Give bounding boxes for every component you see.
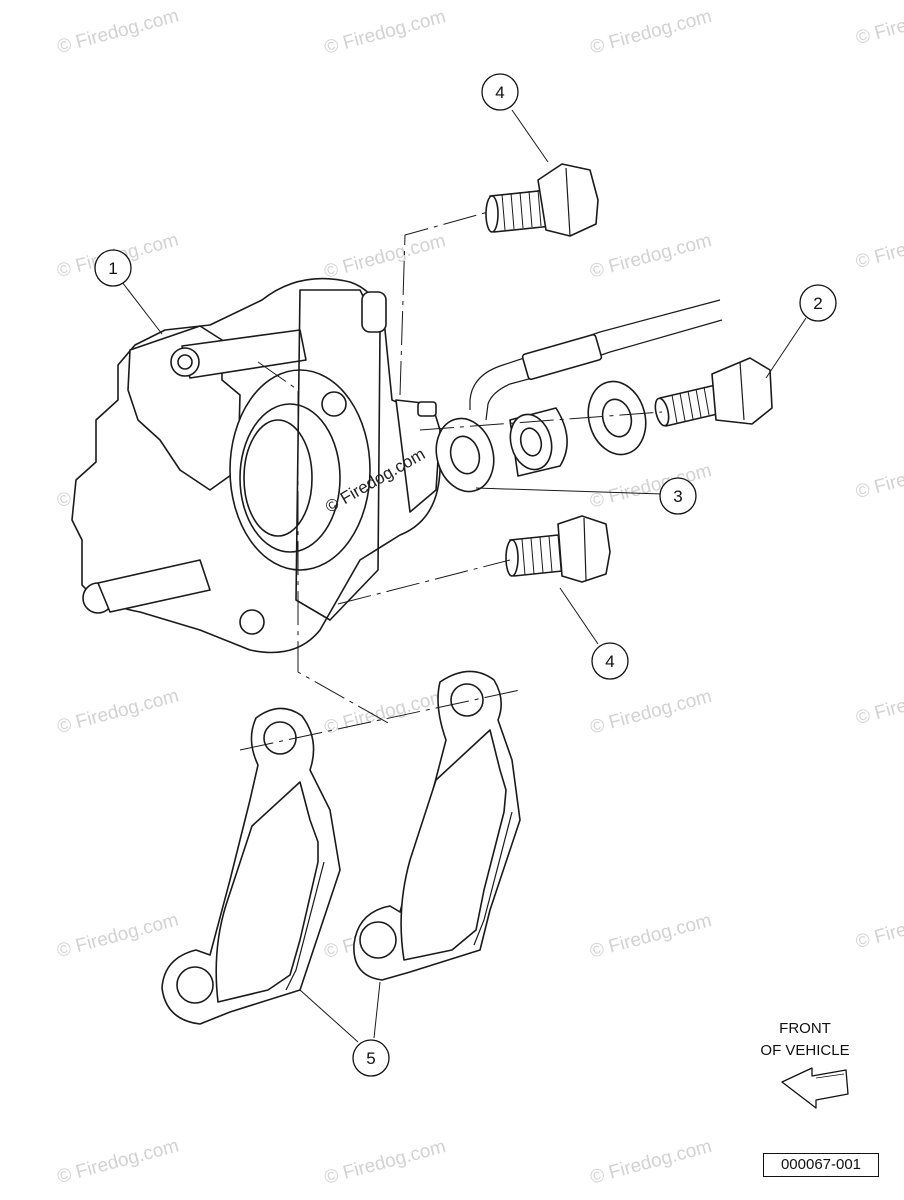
watermark: © Firedog.com xyxy=(55,685,181,738)
watermark: © Firedog.com xyxy=(588,1136,714,1189)
watermark: © Firedog.com xyxy=(322,686,448,739)
watermark: © Firedog.com xyxy=(322,6,448,59)
callout-2: 2 xyxy=(799,284,837,322)
watermark: © Firedog.com xyxy=(588,6,714,59)
brake-hose xyxy=(469,299,723,421)
watermark: © Firedog.com xyxy=(588,686,714,739)
watermark-edge: © Fire xyxy=(854,695,904,729)
watermark: © Firedog.com xyxy=(588,460,714,513)
callout-4-upper: 4 xyxy=(481,73,519,111)
mounting-bolt-lower xyxy=(505,515,611,583)
banjo-bolt xyxy=(654,357,773,427)
callout-5: 5 xyxy=(352,1039,390,1077)
callout-label: 5 xyxy=(366,1049,375,1068)
front-of-vehicle-label: FRONT OF VEHICLE xyxy=(730,1018,880,1062)
watermark: © Firedog.com xyxy=(55,1135,181,1188)
document-code: 000067-001 xyxy=(763,1153,879,1177)
watermark-edge: © Fire xyxy=(854,919,904,953)
watermark-edge: © Fire xyxy=(854,469,904,503)
brake-pad-right xyxy=(353,670,521,981)
front-label-line-1: FRONT xyxy=(779,1020,831,1037)
brake-pad-left xyxy=(161,707,341,1025)
callout-label: 3 xyxy=(673,487,682,506)
arrow-left-outline-icon xyxy=(781,1067,849,1109)
alignment-lines xyxy=(239,211,663,751)
callout-leaders xyxy=(121,109,807,1043)
callout-label: 1 xyxy=(108,259,117,278)
watermark: © Firedog.com xyxy=(588,910,714,963)
watermark: © Firedog.com xyxy=(55,5,181,58)
watermark: © Firedog.com xyxy=(322,230,448,283)
callout-4-lower: 4 xyxy=(591,642,629,680)
mounting-bolt-upper xyxy=(485,163,599,237)
callout-label: 4 xyxy=(605,652,614,671)
callout-1: 1 xyxy=(94,249,132,287)
front-label-line-2: OF VEHICLE xyxy=(760,1042,850,1059)
banjo-washer-set xyxy=(435,380,647,493)
callout-label: 4 xyxy=(495,83,504,102)
watermark-edge: © Fire xyxy=(854,239,904,273)
callout-3: 3 xyxy=(659,477,697,515)
watermark: © Firedog.com xyxy=(322,1136,448,1189)
watermark-edge: © Fire xyxy=(854,15,904,49)
callout-label: 2 xyxy=(813,294,822,313)
watermark: © Firedog.com xyxy=(55,910,181,963)
watermark: © Firedog.com xyxy=(588,230,714,283)
caliper-body xyxy=(71,277,441,654)
